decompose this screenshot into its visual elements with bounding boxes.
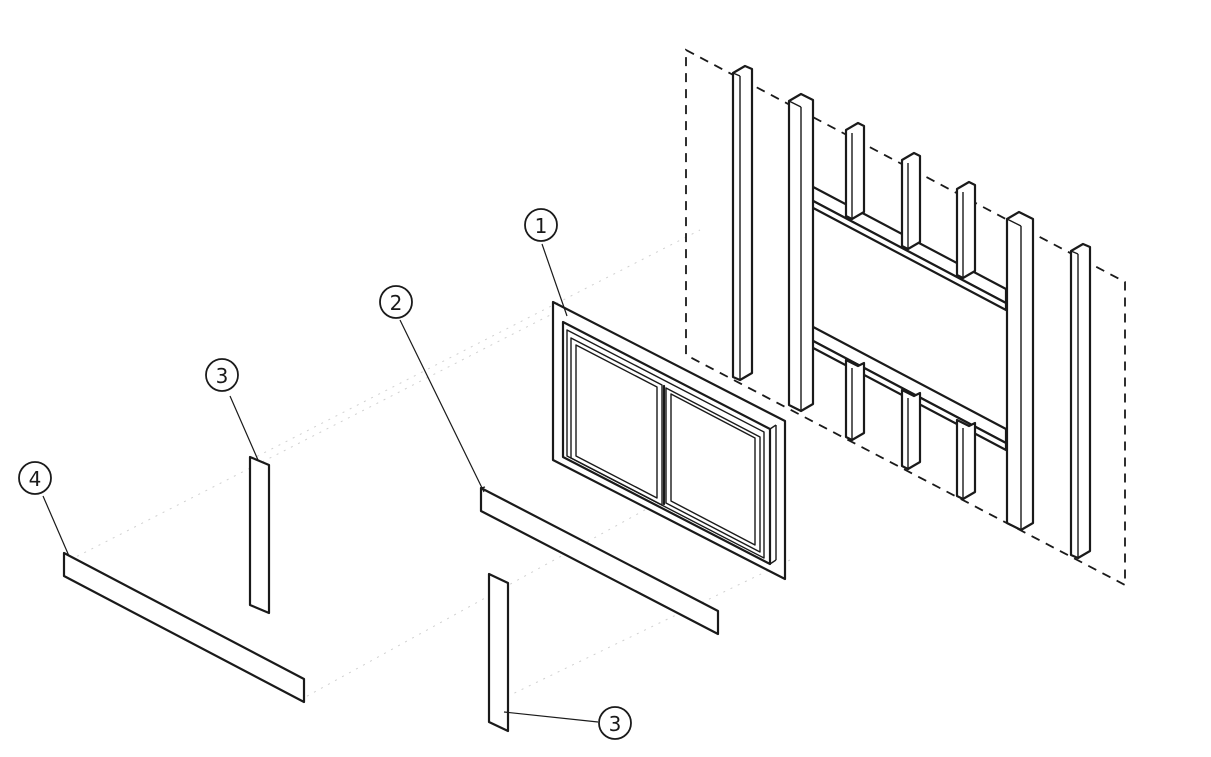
wall-framing <box>685 48 1126 587</box>
callout-label-3-lower: 3 <box>609 712 622 736</box>
cripple-studs-upper <box>844 121 977 280</box>
alignment-guides <box>69 229 791 701</box>
side-trim-upper <box>248 455 271 615</box>
leader-side-trim-upper <box>229 395 259 461</box>
stud-4 <box>1069 242 1092 560</box>
cripple-studs-lower <box>844 358 977 501</box>
side-trim-lower <box>487 572 510 733</box>
wall-outline <box>685 48 1126 587</box>
sill-trim <box>62 551 306 704</box>
leader-window <box>541 243 568 317</box>
callout-header-trim: 2 <box>379 285 413 319</box>
leader-lines <box>42 243 599 723</box>
leader-sill-trim <box>42 495 70 557</box>
leader-side-trim-lower <box>503 711 599 723</box>
leader-header-trim <box>399 319 485 493</box>
callout-label-2: 2 <box>390 291 403 315</box>
callout-label-4: 4 <box>29 467 42 491</box>
window-unit <box>551 300 787 581</box>
callout-window-unit: 1 <box>524 208 558 242</box>
callout-sill-trim: 4 <box>18 461 52 495</box>
callout-label-3-upper: 3 <box>216 364 229 388</box>
stud-3-king <box>1005 210 1035 532</box>
stud-1 <box>731 64 754 382</box>
stud-2-king <box>787 92 815 413</box>
callout-side-trim-upper: 3 <box>205 358 239 392</box>
callout-label-1: 1 <box>535 214 548 238</box>
callout-side-trim-lower: 3 <box>598 706 632 740</box>
